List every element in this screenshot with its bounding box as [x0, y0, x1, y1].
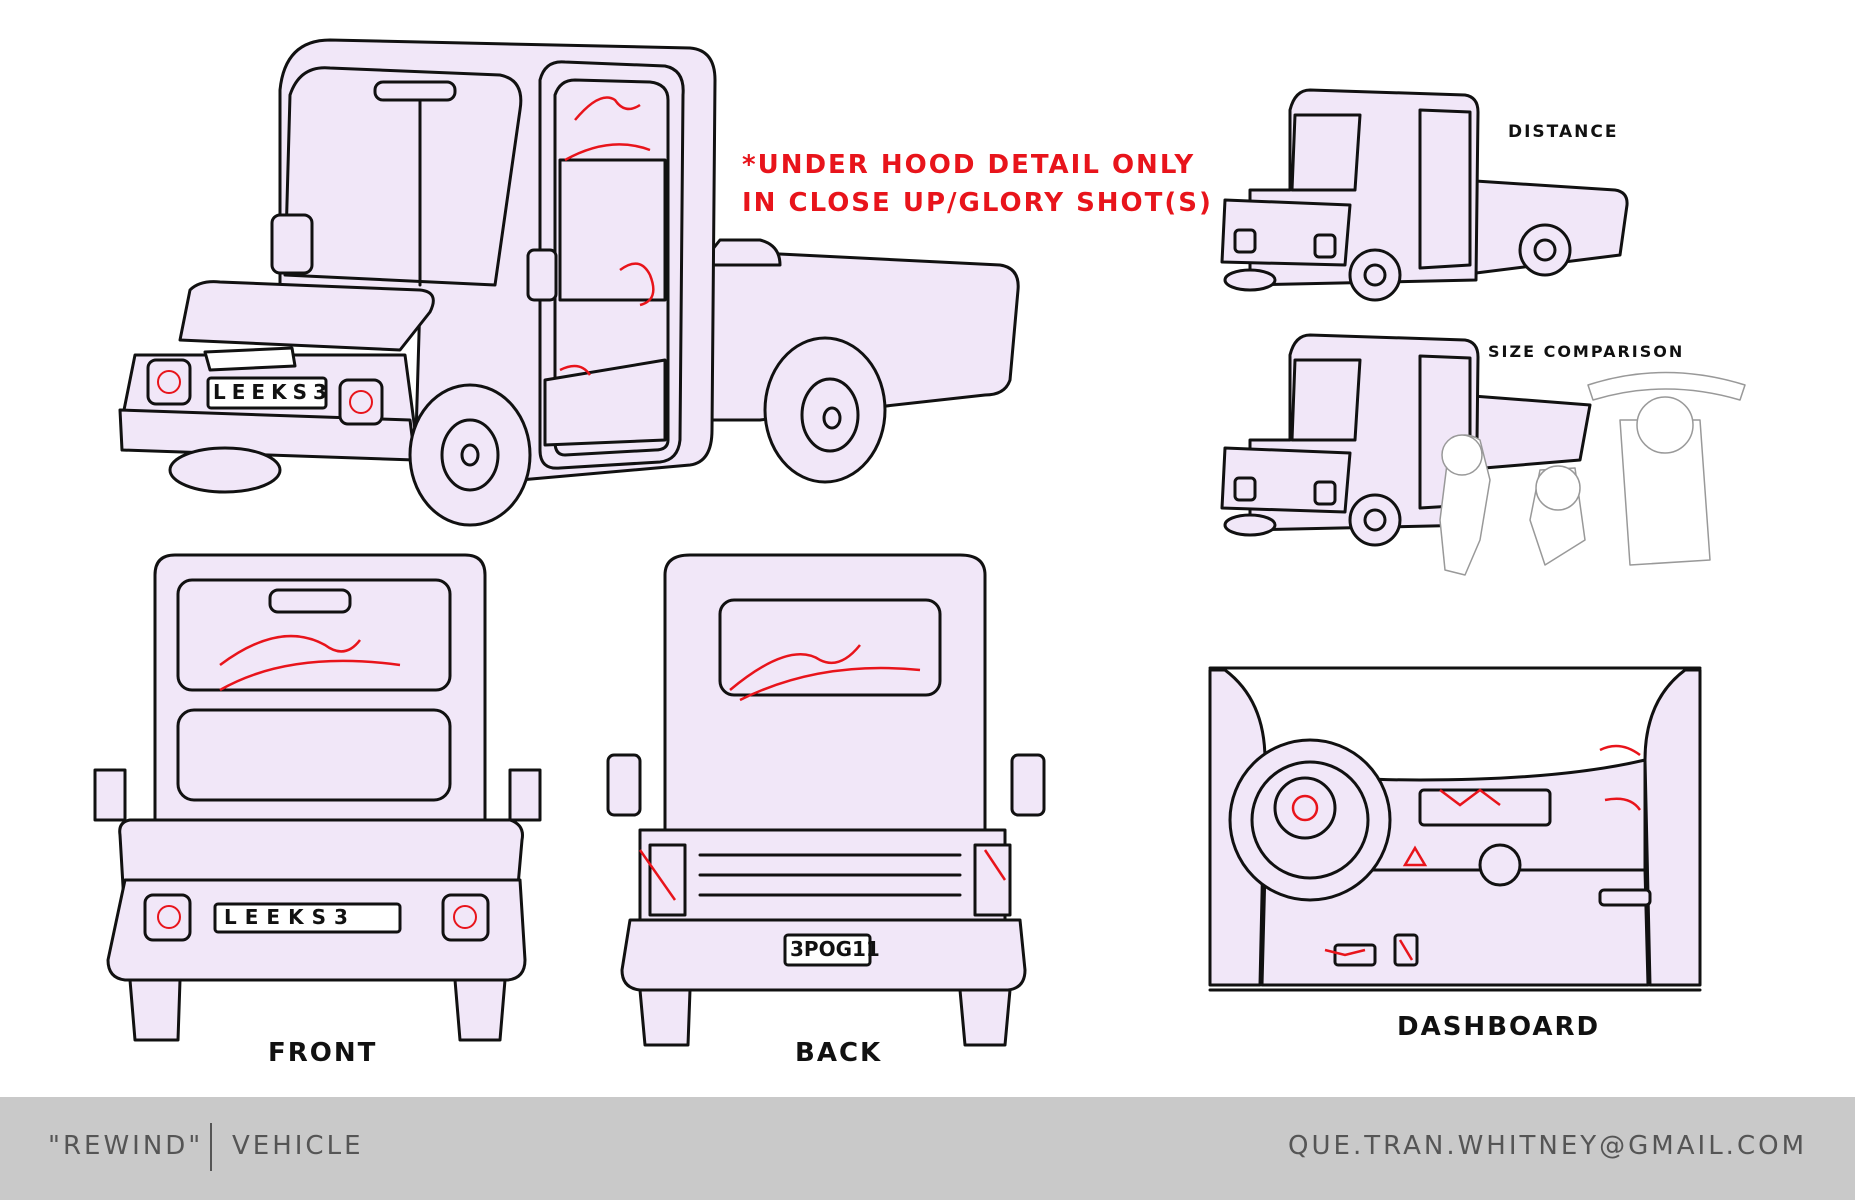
- distance-truck-drawing: [1220, 88, 1629, 302]
- footer-divider: [210, 1123, 212, 1171]
- under-hood-note: *UNDER HOOD DETAIL ONLY IN CLOSE UP/GLOR…: [742, 146, 1213, 222]
- back-view-drawing: [606, 553, 1046, 1047]
- back-view-plate: 3POG11: [790, 937, 880, 961]
- size-comparison-label: SIZE COMPARISON: [1488, 342, 1685, 361]
- character-sketches: [1439, 371, 1746, 576]
- dashboard-label: DASHBOARD: [1397, 1012, 1601, 1042]
- note-line-2: IN CLOSE UP/GLORY SHOT(S): [742, 188, 1213, 218]
- back-label: BACK: [795, 1038, 883, 1068]
- section-title: VEHICLE: [232, 1131, 364, 1161]
- dashboard-drawing: [1208, 668, 1702, 987]
- red-accent-marks: [219, 96, 1642, 961]
- footer-bar: "REWIND" VEHICLE QUE.TRAN.WHITNEY@GMAIL.…: [0, 1097, 1855, 1200]
- contact-email: QUE.TRAN.WHITNEY@GMAIL.COM: [1288, 1131, 1807, 1161]
- size-comparison-drawing: [1220, 333, 1592, 547]
- vehicle-turnaround-art: [93, 38, 1746, 1047]
- project-title: "REWIND": [48, 1131, 204, 1161]
- note-line-1: *UNDER HOOD DETAIL ONLY: [742, 150, 1196, 180]
- front-view-plate: LEEKS3: [224, 905, 356, 929]
- front-view-drawing: [93, 553, 542, 1042]
- main-truck-drawing: [118, 38, 1020, 527]
- main-truck-plate: LEEKS3: [213, 380, 333, 404]
- distance-label: DISTANCE: [1508, 122, 1619, 142]
- front-label: FRONT: [268, 1038, 378, 1068]
